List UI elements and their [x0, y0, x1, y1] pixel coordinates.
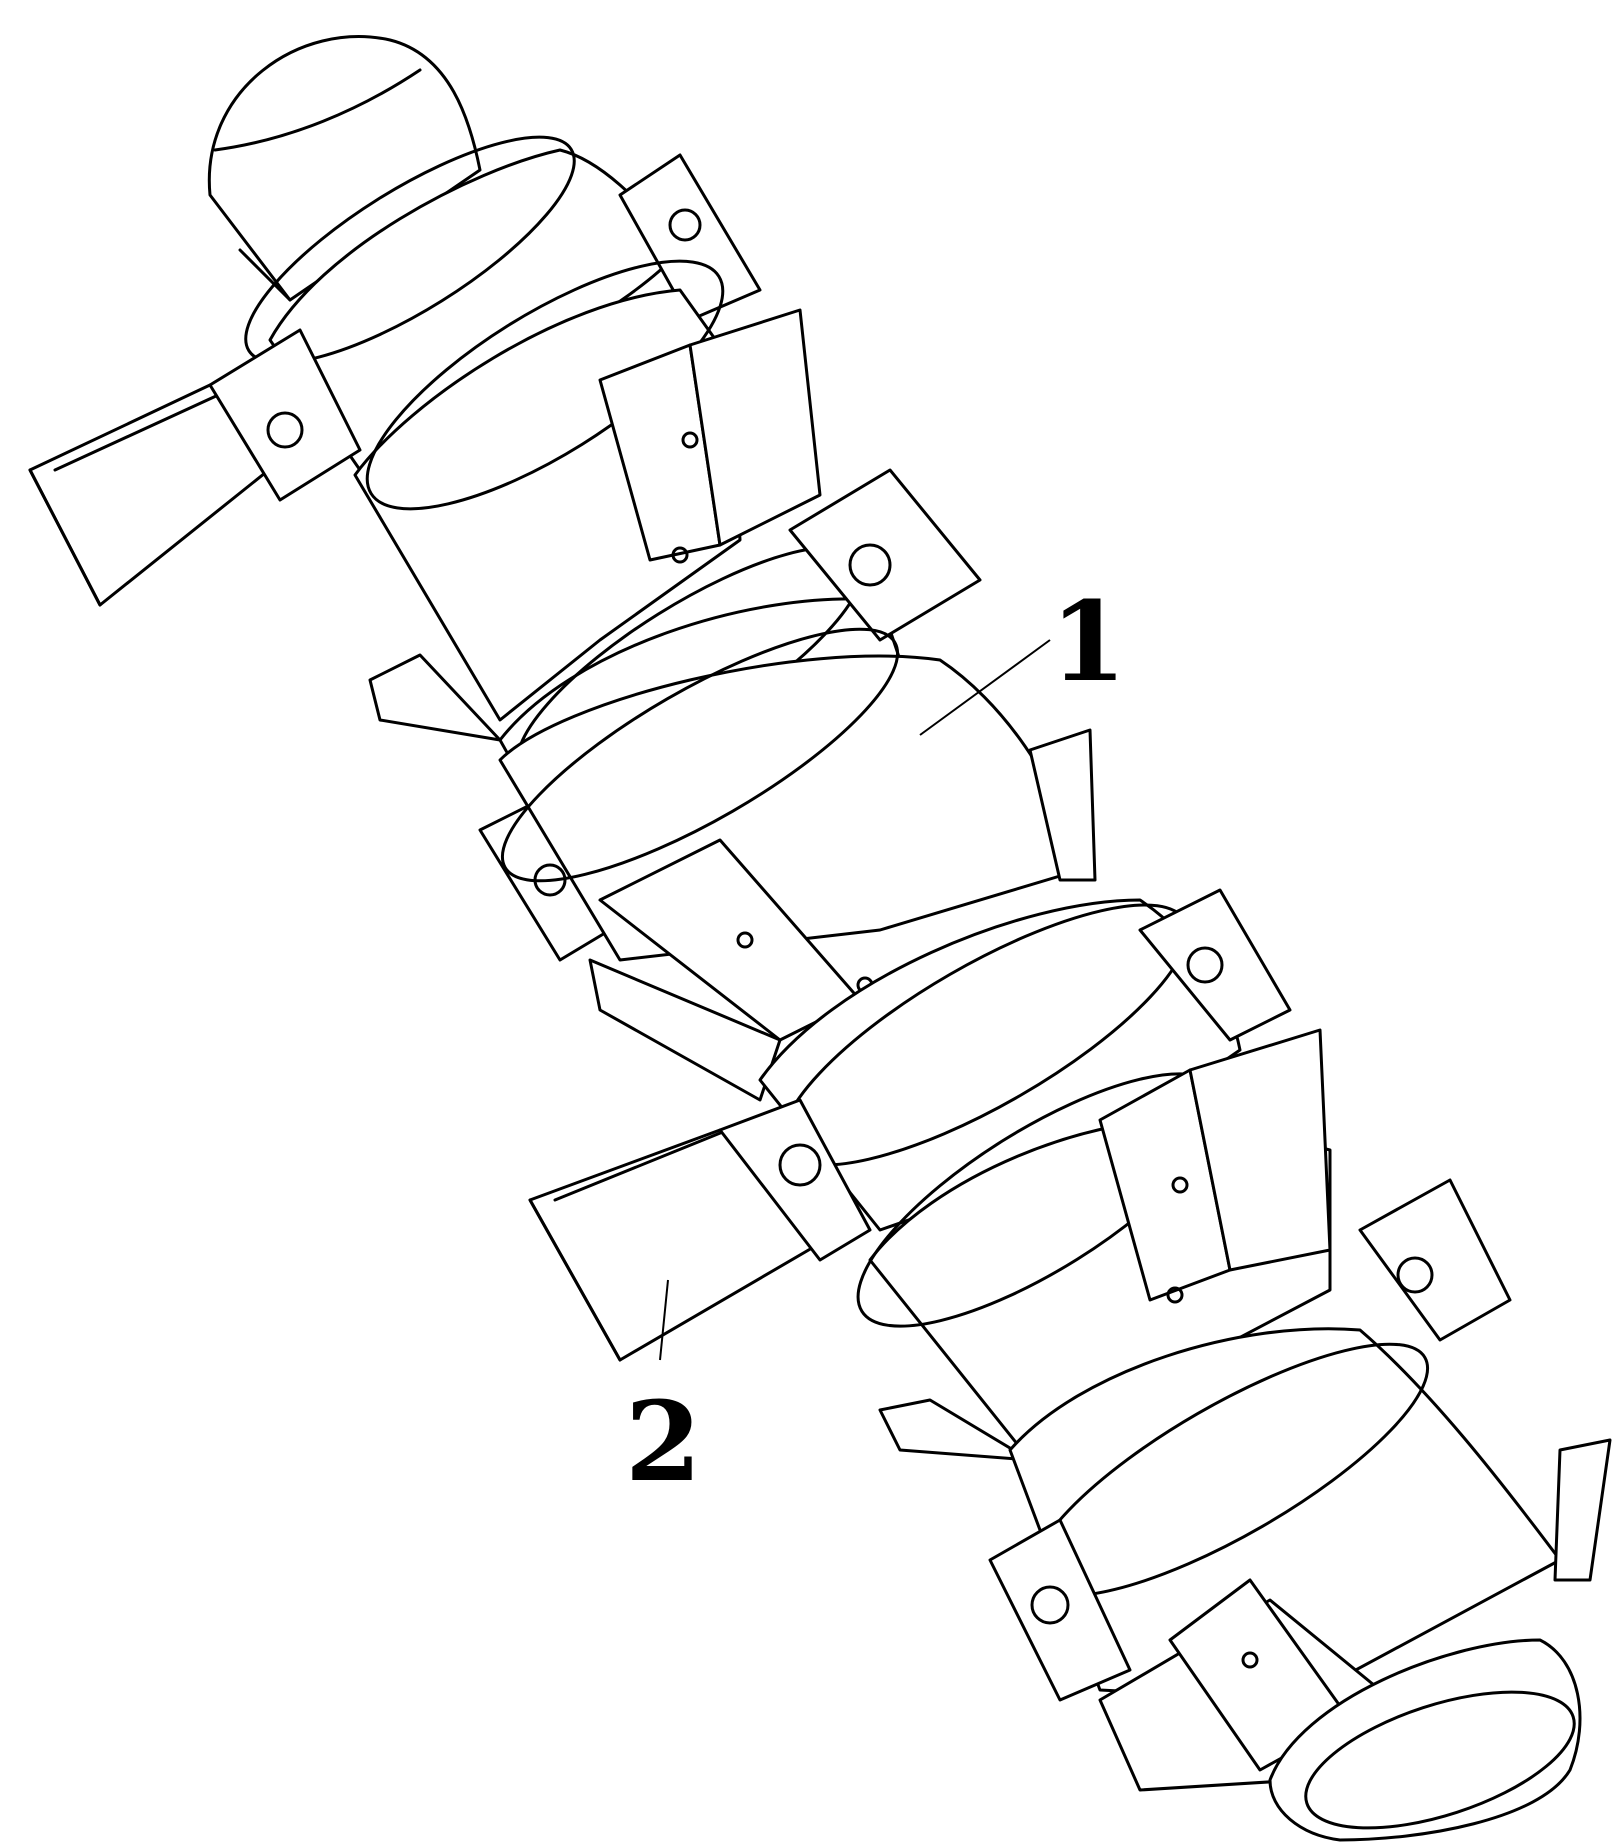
pin-hole-icon	[671, 546, 689, 564]
pin-hole-icon	[1166, 1286, 1184, 1304]
bolt-hole-icon	[668, 208, 702, 242]
cylinder-segment-b	[353, 259, 822, 742]
bolt-hole-icon	[848, 543, 892, 587]
bolt-hole-icon	[1396, 1256, 1434, 1294]
clamp-segment-g	[988, 1178, 1612, 1702]
dome-cap	[207, 35, 482, 302]
pin-hole-icon	[681, 431, 699, 449]
callout-2-label: 2	[625, 1377, 702, 1506]
bolt-hole-icon	[778, 1143, 822, 1187]
clamp-segment-e	[528, 888, 1292, 1362]
callout-2-leader	[659, 1279, 669, 1361]
bolt-hole-icon	[1030, 1585, 1070, 1625]
callout-2: 2	[625, 1279, 702, 1506]
pin-hole-icon	[1171, 1176, 1189, 1194]
bolt-hole-icon	[1186, 946, 1224, 984]
callout-1-label: 1	[1050, 577, 1127, 706]
callout-1: 1	[919, 577, 1127, 736]
bottom-end-cap	[1098, 1578, 1582, 1842]
pin-hole-icon	[1241, 1651, 1259, 1669]
clamp-segment-a	[28, 135, 762, 607]
pin-hole-icon	[736, 931, 754, 949]
callout-1-leader	[919, 639, 1051, 736]
bolt-hole-icon	[266, 411, 304, 449]
